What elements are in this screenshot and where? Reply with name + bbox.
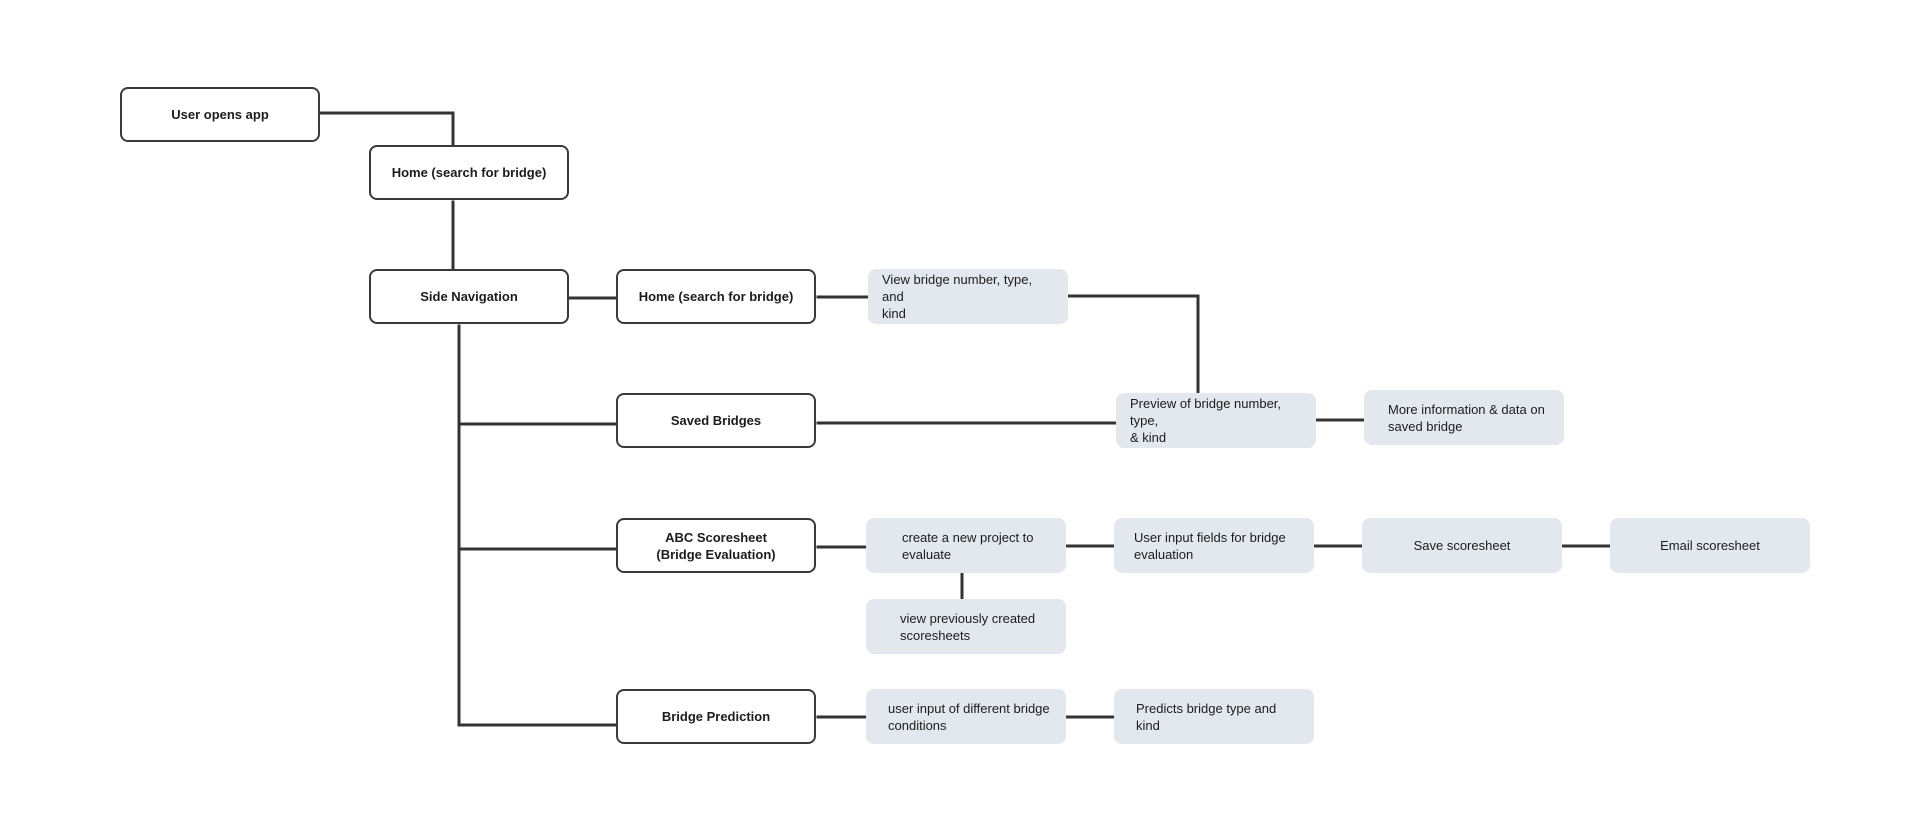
node-label: User opens app <box>171 107 269 122</box>
connector-view-to-preview <box>1066 294 1200 395</box>
node-label: View bridge number, type, and kind <box>882 272 1033 321</box>
node-label: Preview of bridge number, type, & kind <box>1130 396 1282 445</box>
connector-open-to-home <box>318 111 455 149</box>
node-user-input-fields: User input fields for bridge evaluation <box>1114 518 1314 573</box>
node-label: Home (search for bridge) <box>638 289 794 304</box>
node-label: Saved Bridges <box>670 413 762 428</box>
node-label: view previously created scoresheets <box>900 610 1036 643</box>
node-preview-bridge: Preview of bridge number, type, & kind <box>1116 393 1316 448</box>
node-email-scoresheet: Email scoresheet <box>1610 518 1810 573</box>
node-saved-bridges: Saved Bridges <box>616 393 816 448</box>
node-label: Email scoresheet <box>1660 538 1760 553</box>
node-label: Home (search for bridge) <box>391 165 547 180</box>
node-label: Side Navigation <box>420 289 518 304</box>
node-label: create a new project to evaluate <box>902 529 1034 562</box>
node-side-navigation: Side Navigation <box>369 269 569 324</box>
node-label: More information & data on saved bridge <box>1388 401 1545 434</box>
node-view-bridge: View bridge number, type, and kind <box>868 269 1068 324</box>
node-label: Bridge Prediction <box>661 709 771 724</box>
node-user-input-conditions: user input of different bridge condition… <box>866 689 1066 744</box>
node-home-top: Home (search for bridge) <box>369 145 569 200</box>
node-bridge-prediction: Bridge Prediction <box>616 689 816 744</box>
node-view-previous: view previously created scoresheets <box>866 599 1066 654</box>
node-save-scoresheet: Save scoresheet <box>1362 518 1562 573</box>
node-home-nav: Home (search for bridge) <box>616 269 816 324</box>
node-abc-scoresheet: ABC Scoresheet (Bridge Evaluation) <box>616 518 816 573</box>
node-user-opens-app: User opens app <box>120 87 320 142</box>
node-label: Save scoresheet <box>1413 538 1511 553</box>
node-label: ABC Scoresheet (Bridge Evaluation) <box>656 529 776 562</box>
node-label: user input of different bridge condition… <box>888 700 1050 733</box>
node-label: User input fields for bridge evaluation <box>1134 529 1286 562</box>
node-more-info: More information & data on saved bridge <box>1364 390 1564 445</box>
node-create-project: create a new project to evaluate <box>866 518 1066 573</box>
node-label: Predicts bridge type and kind <box>1136 700 1277 733</box>
node-predicts-bridge: Predicts bridge type and kind <box>1114 689 1314 744</box>
